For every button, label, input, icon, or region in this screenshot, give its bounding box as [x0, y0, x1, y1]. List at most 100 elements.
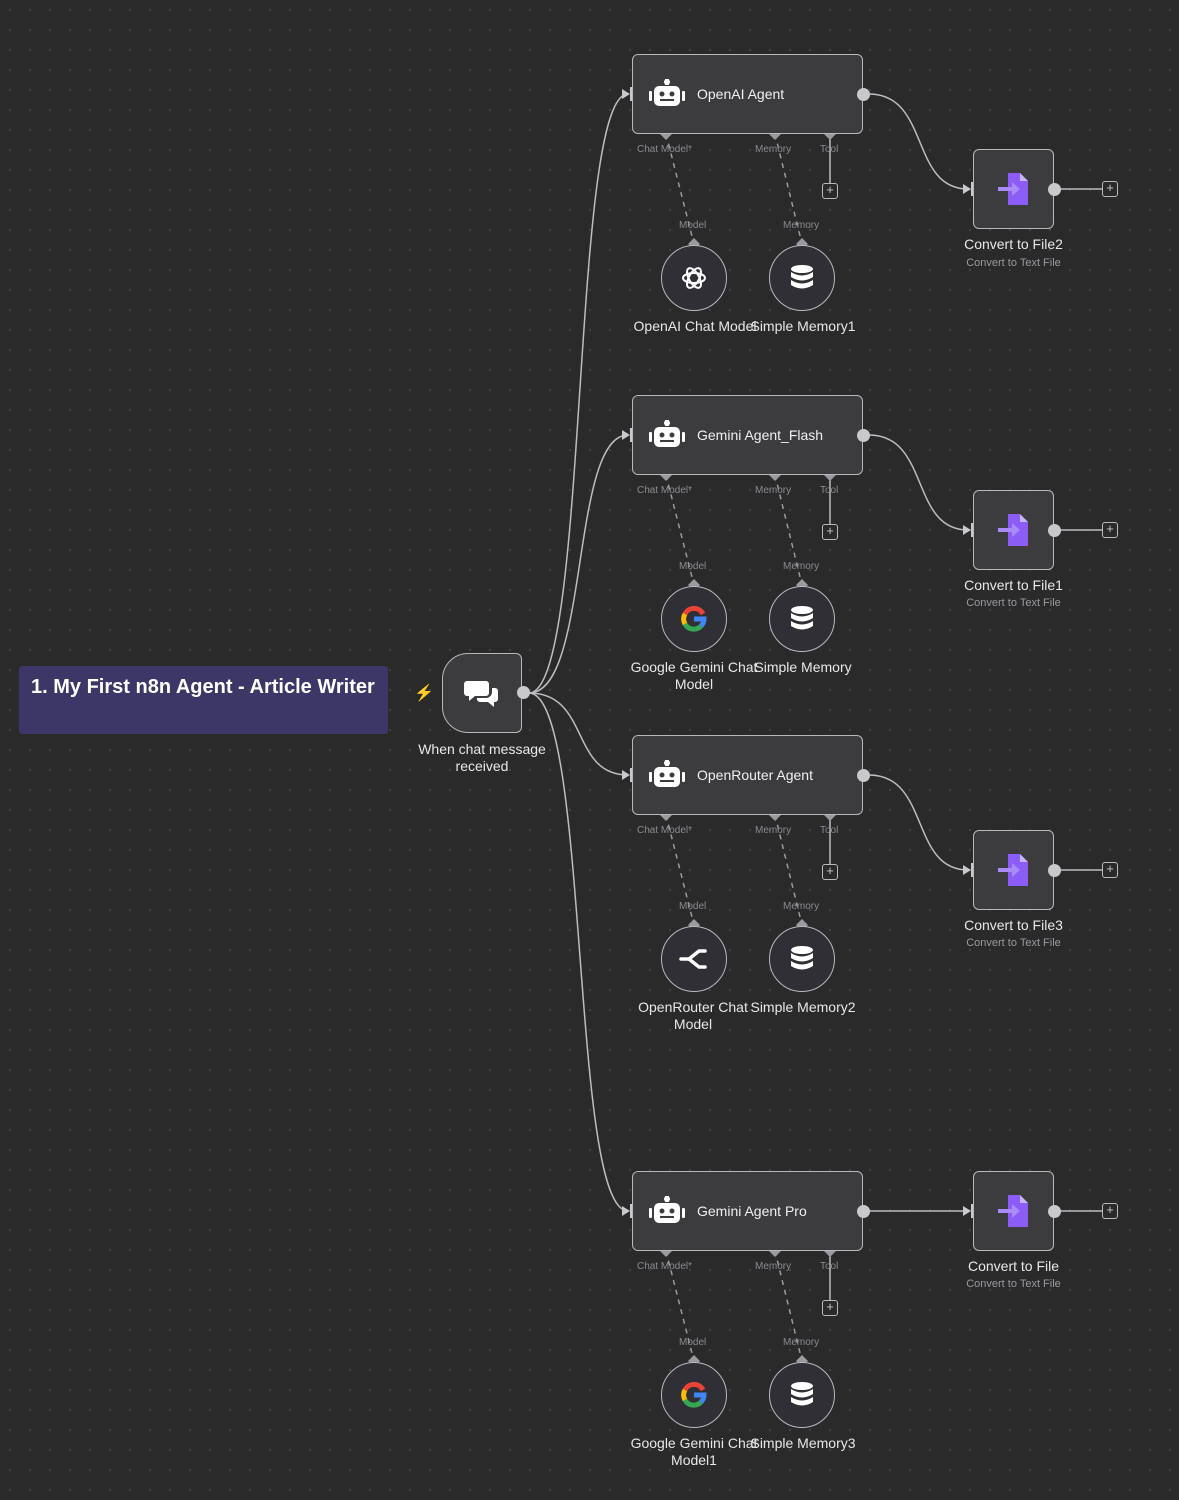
agent-node-gemini-flash[interactable]: Gemini Agent_Flash [632, 395, 863, 475]
port-label-memory: Memory [755, 825, 792, 836]
memory-node[interactable] [769, 586, 835, 652]
port-label-chat-model: Chat Model* [637, 825, 693, 836]
model-label-line2: Model1 [671, 1452, 717, 1468]
trigger-label: When chat message received [402, 741, 562, 775]
memory-label: Simple Memory3 [750, 1435, 856, 1451]
agent-node-openrouter[interactable]: OpenRouter Agent [632, 735, 863, 815]
model-label: OpenRouter Chat Model [630, 999, 756, 1033]
memory-label: Simple Memory1 [750, 318, 856, 334]
model-node-gemini[interactable] [661, 1362, 727, 1428]
port-label-tool: Tool [820, 144, 839, 155]
agent-output-port[interactable] [857, 769, 870, 782]
file-output-port[interactable] [1048, 1205, 1061, 1218]
model-label-line2: Model [673, 1016, 713, 1032]
model-label-line1: Google Gemini Chat [630, 1435, 758, 1451]
port-label-memory: Memory [783, 1337, 820, 1348]
model-label-line1: OpenRouter Chat [638, 999, 748, 1015]
port-label-tool: Tool [820, 825, 839, 836]
convert-file-node[interactable] [973, 830, 1054, 910]
agent-node-openai[interactable]: OpenAI Agent [632, 54, 863, 134]
openai-icon [682, 267, 706, 289]
trigger-label-line2: received [455, 758, 509, 774]
file-convert-icon [997, 1195, 1028, 1227]
lightning-icon: ⚡ [414, 685, 434, 702]
database-icon [791, 606, 813, 630]
agent-node-gemini-pro[interactable]: Gemini Agent Pro [632, 1171, 863, 1251]
file-subtitle: Convert to Text File [966, 257, 1061, 269]
memory-node[interactable] [769, 1362, 835, 1428]
add-tool-button[interactable]: + [822, 524, 838, 540]
port-label-model: Model [679, 561, 707, 572]
file-subtitle: Convert to Text File [966, 937, 1061, 949]
port-label-chat-model: Chat Model* [637, 144, 693, 155]
agent-output-port[interactable] [857, 429, 870, 442]
trigger-label-line1: When chat message [418, 741, 546, 757]
model-label: OpenAI Chat Model [628, 318, 762, 335]
add-node-button[interactable]: + [1102, 181, 1118, 197]
model-label-line1: OpenAI Chat Model [633, 318, 757, 334]
file-convert-icon [997, 173, 1028, 205]
agent-output-port[interactable] [857, 1205, 870, 1218]
port-label-chat-model: Chat Model* [637, 1261, 693, 1272]
add-node-button[interactable]: + [1102, 1203, 1118, 1219]
google-icon [681, 1381, 707, 1408]
port-label-memory: Memory [755, 485, 792, 496]
chat-bubbles-icon [464, 681, 498, 707]
model-label-line2: Model [674, 676, 714, 692]
port-label-tool: Tool [820, 1261, 839, 1272]
port-label-model: Model [679, 220, 707, 231]
model-label: Google Gemini Chat Model [622, 659, 766, 693]
file-convert-icon [997, 514, 1028, 546]
file-output-port[interactable] [1048, 183, 1061, 196]
file-subtitle: Convert to Text File [966, 597, 1061, 609]
database-icon [791, 265, 813, 289]
add-tool-button[interactable]: + [822, 864, 838, 880]
chat-trigger-node[interactable] [442, 653, 522, 733]
agent-title: OpenAI Agent [697, 86, 785, 102]
sticky-title: 1. My First n8n Agent - Article Writer [31, 676, 375, 698]
port-label-memory: Memory [755, 1261, 792, 1272]
robot-icon [649, 1196, 685, 1223]
trigger-output-port[interactable] [517, 686, 530, 699]
file-output-port[interactable] [1048, 864, 1061, 877]
openrouter-icon [679, 949, 707, 969]
model-node-gemini[interactable] [661, 586, 727, 652]
port-label-memory: Memory [783, 561, 820, 572]
memory-node[interactable] [769, 926, 835, 992]
model-node-openai[interactable] [661, 245, 727, 311]
port-label-memory: Memory [783, 220, 820, 231]
robot-icon [649, 79, 685, 106]
convert-file-node[interactable] [973, 1171, 1054, 1251]
port-label-model: Model [679, 1337, 707, 1348]
model-label-line1: Google Gemini Chat [630, 659, 758, 675]
memory-node[interactable] [769, 245, 835, 311]
sticky-note[interactable]: 1. My First n8n Agent - Article Writer [19, 666, 388, 734]
convert-file-node[interactable] [973, 149, 1054, 229]
file-convert-icon [997, 854, 1028, 886]
robot-icon [649, 420, 685, 447]
agent-title: OpenRouter Agent [697, 767, 813, 783]
google-icon [681, 605, 707, 632]
memory-label: Simple Memory [754, 659, 852, 675]
add-node-button[interactable]: + [1102, 862, 1118, 878]
memory-label: Simple Memory2 [750, 999, 856, 1015]
add-tool-button[interactable]: + [822, 1300, 838, 1316]
add-tool-button[interactable]: + [822, 183, 838, 199]
file-subtitle: Convert to Text File [966, 1278, 1061, 1290]
port-label-memory: Memory [755, 144, 792, 155]
database-icon [791, 946, 813, 970]
add-node-button[interactable]: + [1102, 522, 1118, 538]
model-label: Google Gemini Chat Model1 [622, 1435, 766, 1469]
port-label-model: Model [679, 901, 707, 912]
model-node-openrouter[interactable] [661, 926, 727, 992]
port-label-chat-model: Chat Model* [637, 485, 693, 496]
agent-title: Gemini Agent Pro [697, 1203, 807, 1219]
robot-icon [649, 760, 685, 787]
port-label-memory: Memory [783, 901, 820, 912]
port-label-tool: Tool [820, 485, 839, 496]
agent-title: Gemini Agent_Flash [697, 427, 824, 443]
file-output-port[interactable] [1048, 524, 1061, 537]
agent-output-port[interactable] [857, 88, 870, 101]
convert-file-node[interactable] [973, 490, 1054, 570]
file-title: Convert to File3 [964, 917, 1063, 933]
